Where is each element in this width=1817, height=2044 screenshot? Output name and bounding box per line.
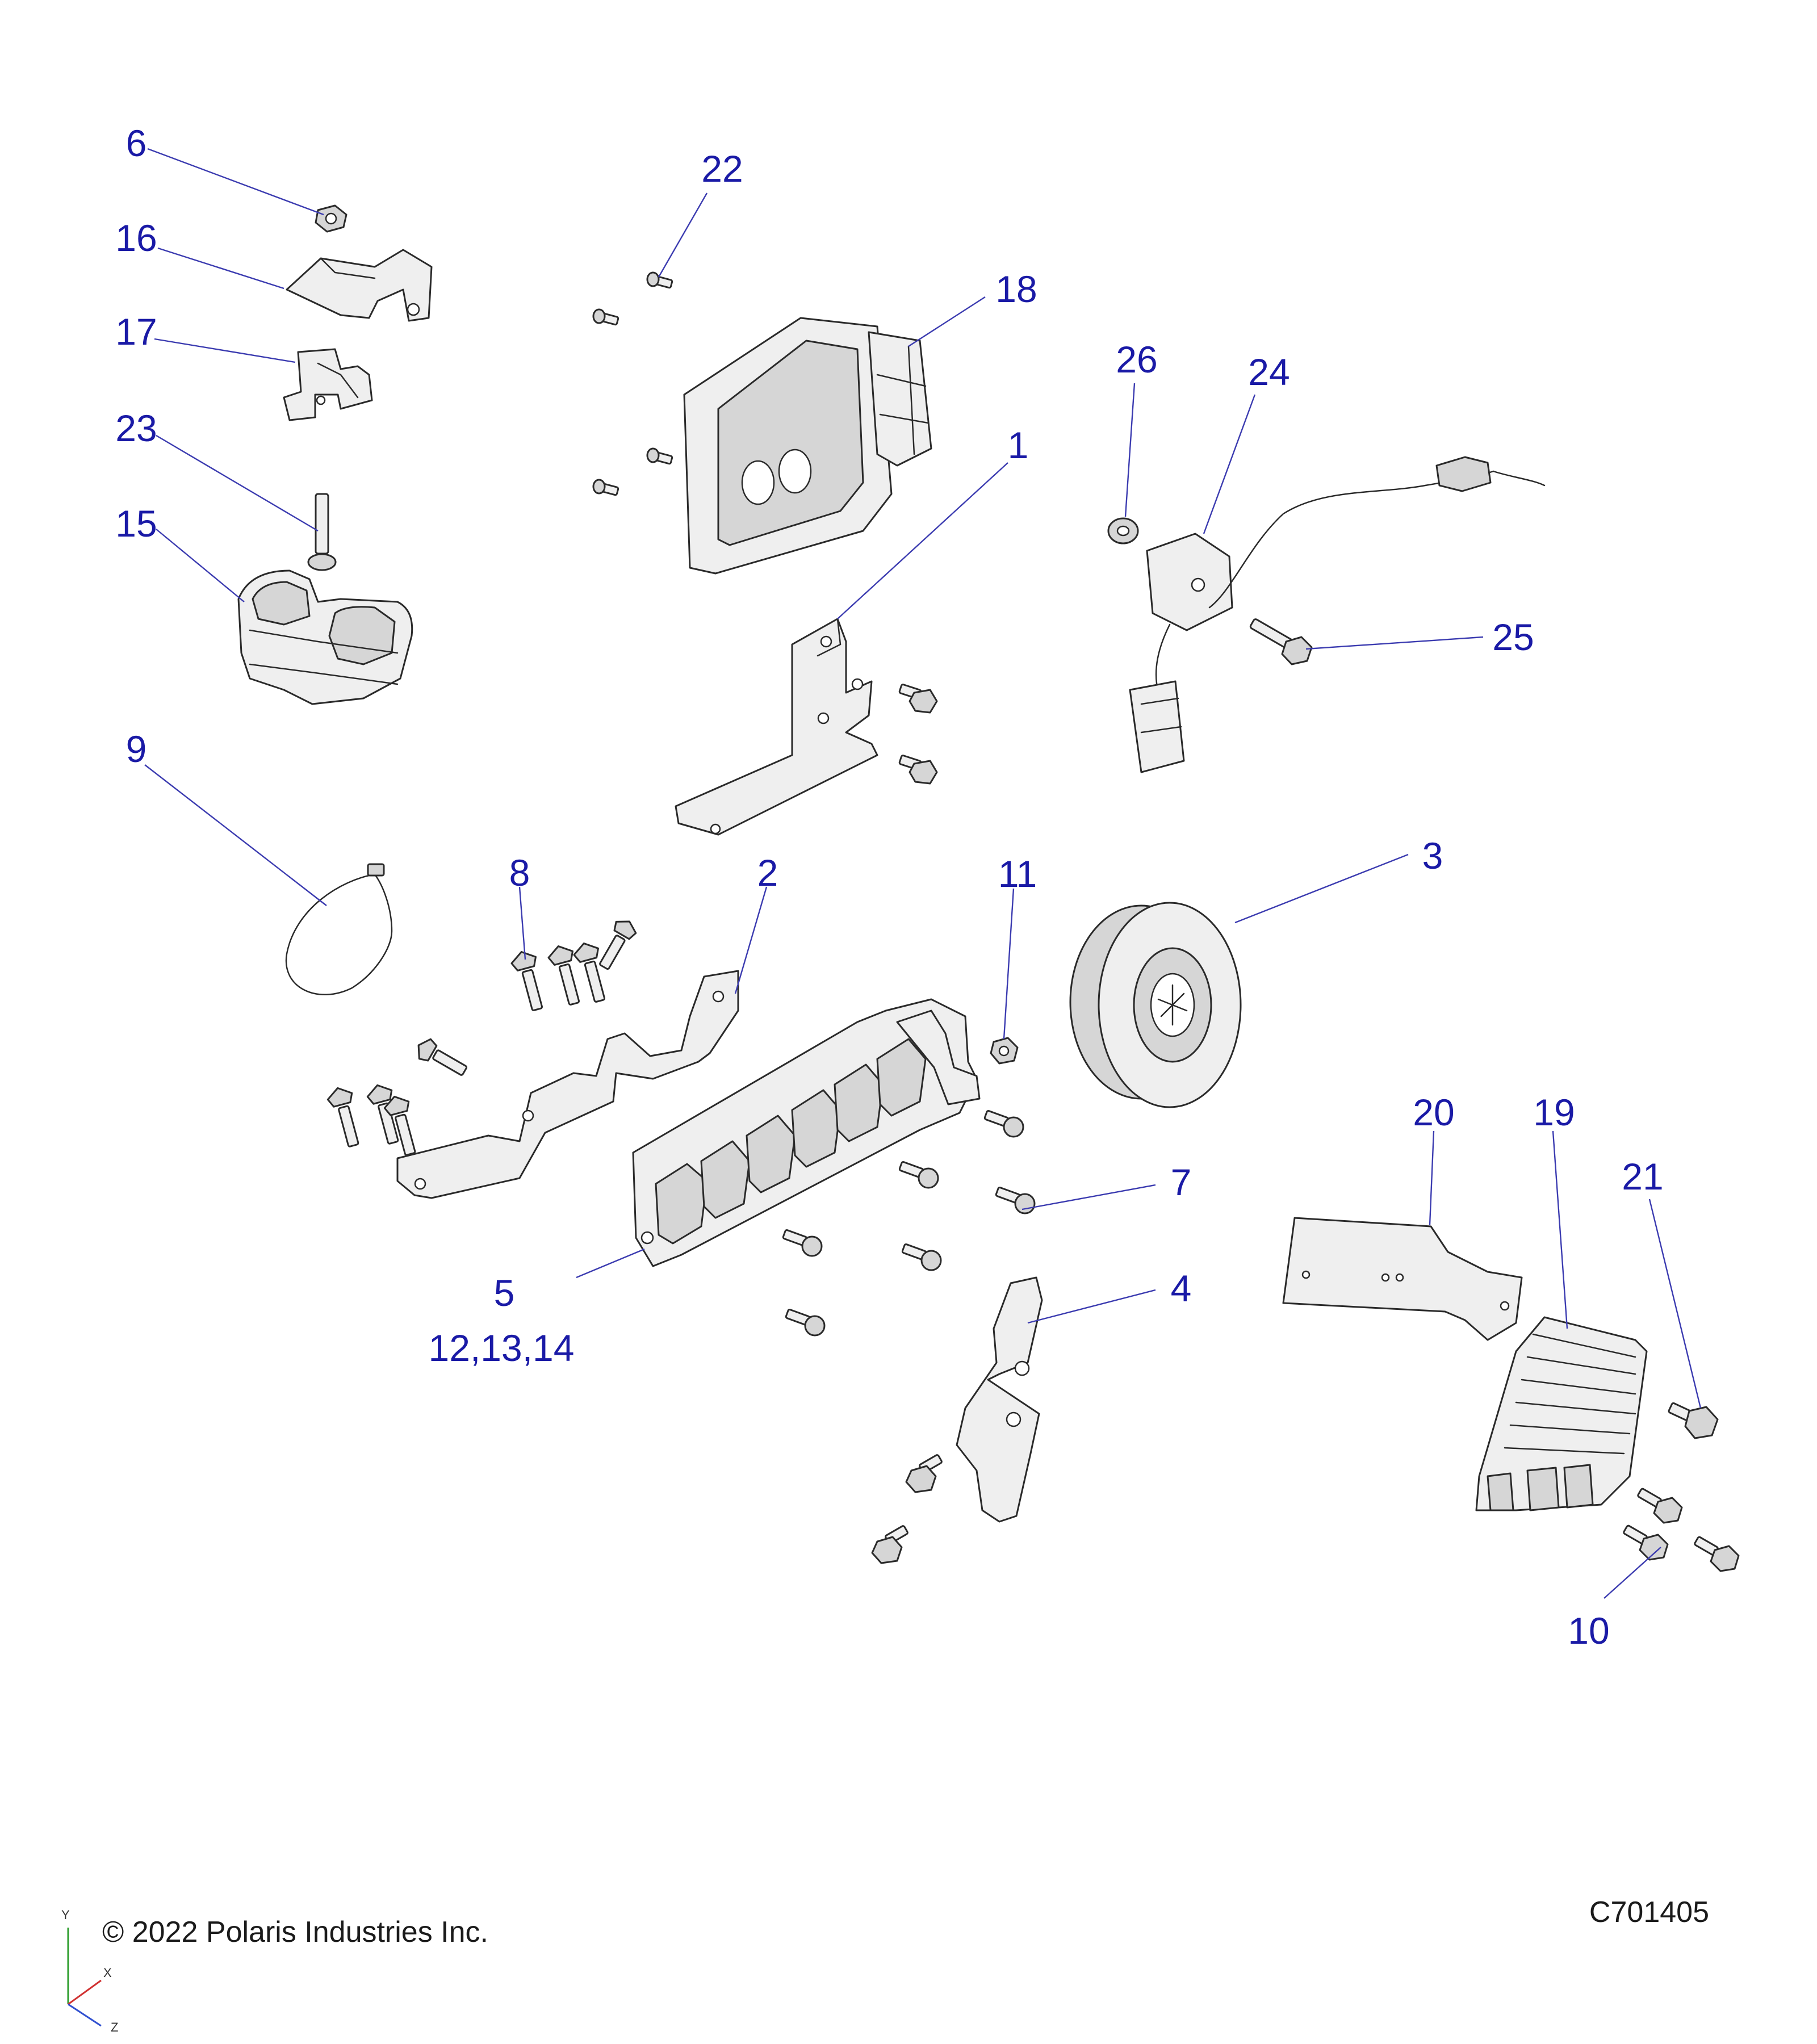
callout-20: 20 (1413, 1091, 1454, 1133)
part-26-grommet (1107, 517, 1139, 544)
callout-labels: 6 22 16 18 17 26 24 1 23 15 25 9 3 8 2 1… (115, 122, 1663, 1652)
callout-22: 22 (701, 148, 743, 190)
part-7-screws (782, 1109, 1036, 1337)
leader-6 (147, 148, 324, 216)
callout-23: 23 (115, 407, 157, 449)
part-4-bracket (956, 1276, 1043, 1523)
axis-z-label: Z (111, 2020, 118, 2034)
leader-24 (1203, 394, 1256, 534)
leader-11 (1003, 888, 1015, 1040)
part-17-clip (283, 348, 373, 421)
leader-26 (1124, 383, 1136, 517)
leader-3 (1234, 853, 1409, 924)
leader-8 (518, 886, 526, 960)
part-18-ecu (683, 317, 932, 575)
callout-26: 26 (1116, 338, 1157, 380)
leader-18 (908, 296, 986, 347)
callout-2: 2 (757, 852, 778, 894)
leader-15 (156, 529, 245, 602)
callout-24: 24 (1248, 351, 1290, 393)
part-9-cable-tie (285, 863, 393, 996)
part-16-bracket (286, 249, 433, 322)
part-25-bolt (1249, 618, 1313, 665)
leader-22 (658, 192, 708, 278)
axis-triad: Y X Z (61, 1908, 118, 2034)
part-2-bracket (396, 970, 739, 1199)
part-8-bolts (326, 920, 637, 1156)
part-20-bracket (1282, 1217, 1523, 1341)
drawing-number: C701405 (1589, 1896, 1709, 1929)
callout-25: 25 (1492, 616, 1534, 658)
callout-17: 17 (115, 311, 157, 353)
leader-2 (734, 886, 768, 994)
callout-12-13-14: 12,13,14 (429, 1327, 575, 1369)
part-21-bolt (1668, 1402, 1719, 1439)
leader-17 (154, 338, 296, 363)
callout-21: 21 (1622, 1155, 1663, 1197)
callout-3: 3 (1422, 835, 1443, 877)
part-24-sensor-harness (1129, 456, 1546, 773)
part-15-ignition-coil (237, 569, 413, 705)
part-6-nut (315, 204, 348, 233)
callout-16: 16 (115, 217, 157, 259)
part-11-nut (990, 1037, 1019, 1065)
callout-8: 8 (509, 852, 530, 894)
callout-10: 10 (1568, 1610, 1609, 1652)
callout-11: 11 (998, 853, 1037, 895)
leader-4 (1027, 1289, 1156, 1324)
part-22-screws (592, 271, 673, 496)
leader-25 (1305, 636, 1484, 650)
part-5-relay-block (632, 998, 981, 1267)
callout-5: 5 (494, 1272, 515, 1314)
leader-16 (157, 247, 284, 290)
callout-18: 18 (995, 268, 1037, 310)
leader-7 (1021, 1184, 1156, 1211)
callout-15: 15 (115, 502, 157, 544)
callout-1: 1 (1008, 424, 1029, 466)
leader-20 (1429, 1130, 1435, 1226)
leader-23 (156, 434, 319, 532)
leader-10 (1604, 1547, 1661, 1599)
callout-4: 4 (1171, 1267, 1192, 1309)
part-19-regulator (1475, 1316, 1648, 1511)
callout-19: 19 (1533, 1091, 1575, 1133)
leader-19 (1552, 1130, 1568, 1329)
part-10-bolts (1623, 1488, 1740, 1572)
part-4-bolts (871, 1454, 943, 1564)
callout-7: 7 (1171, 1161, 1192, 1203)
part-1-bolts (898, 684, 938, 785)
leader-5 (576, 1248, 645, 1279)
axis-x-label: X (103, 1966, 112, 1980)
part-23-screw (307, 493, 337, 571)
axis-y-label: Y (61, 1908, 70, 1922)
leader-lines (144, 148, 1702, 1599)
copyright-text: © 2022 Polaris Industries Inc. (102, 1916, 488, 1949)
callout-9: 9 (126, 728, 147, 770)
part-3-boot (1069, 902, 1242, 1108)
leader-9 (144, 764, 327, 906)
part-1-bracket (675, 618, 878, 836)
callout-6: 6 (126, 122, 147, 164)
leader-1 (837, 462, 1008, 619)
leader-21 (1648, 1199, 1702, 1409)
